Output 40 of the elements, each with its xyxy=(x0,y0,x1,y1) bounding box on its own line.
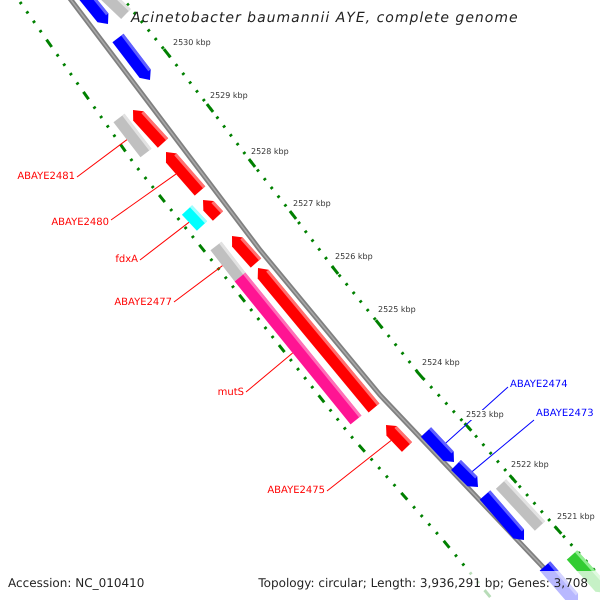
gene-block xyxy=(203,200,224,221)
gene-block xyxy=(420,427,454,462)
tick-label: 2523 kbp xyxy=(466,410,504,420)
leader-line xyxy=(174,265,223,302)
gene-label: ABAYE2475 xyxy=(267,485,325,497)
gene-block xyxy=(166,152,206,196)
leader-line xyxy=(76,139,128,178)
gene-block xyxy=(451,460,478,487)
gene-label: ABAYE2473 xyxy=(536,408,594,420)
tick-label: 2530 kbp xyxy=(173,38,211,48)
tick-label: 2522 kbp xyxy=(511,460,549,470)
leader-line xyxy=(110,174,176,220)
tick-label: 2527 kbp xyxy=(293,199,331,209)
leader-line xyxy=(140,222,190,260)
leader-line xyxy=(326,440,392,492)
gene-label: ABAYE2480 xyxy=(51,217,109,229)
tick-label: 2524 kbp xyxy=(422,358,460,368)
gene-block xyxy=(133,110,168,148)
tick-label: 2528 kbp xyxy=(251,147,289,157)
leader-line xyxy=(472,420,534,472)
gene-block xyxy=(232,236,262,268)
gene-block xyxy=(182,205,208,231)
gene-block xyxy=(480,490,524,540)
gene-block xyxy=(258,268,380,412)
gene-label: ABAYE2474 xyxy=(510,379,568,391)
map-title: Acinetobacter baumannii AYE, complete genome xyxy=(131,9,519,28)
footer-text: Topology: circular; Length: 3,936,291 bp; Genes: 3,708 xyxy=(258,575,588,591)
gene-label: ABAYE2477 xyxy=(114,297,172,309)
gene-label: mutS xyxy=(218,387,244,399)
gene-label: ABAYE2481 xyxy=(17,171,75,183)
tick-label: 2526 kbp xyxy=(335,252,373,262)
tick-label: 2525 kbp xyxy=(378,305,416,315)
gene-label: fdxA xyxy=(115,254,138,266)
tick-label: 2529 kbp xyxy=(210,91,248,101)
gene-block xyxy=(112,34,151,80)
gene-block xyxy=(386,425,412,452)
gene-block xyxy=(76,0,108,24)
tick-label: 2521 kbp xyxy=(557,512,595,522)
footer-text: Accession: NC_010410 xyxy=(8,575,144,591)
leader-line xyxy=(246,352,294,392)
